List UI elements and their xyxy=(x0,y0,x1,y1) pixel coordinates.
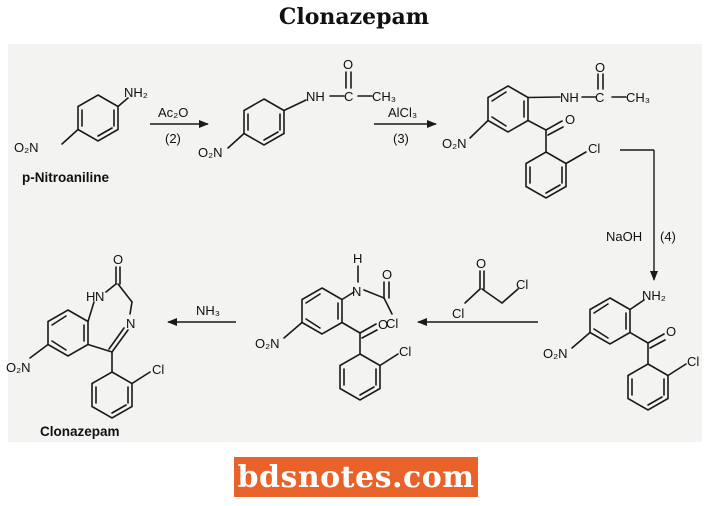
reaction-arrow-step-3: AlCl₃ (3) xyxy=(374,105,437,146)
brand-text: bdsnotes.com xyxy=(237,459,475,495)
clonazepam-nh-label: N xyxy=(95,289,104,304)
step5-o-label: O xyxy=(476,256,486,271)
ketone-acetyl-o-label: O xyxy=(595,60,605,75)
brand-banner: bdsnotes.com xyxy=(234,457,478,497)
chloroacetamide-structure: H N O Cl O Cl O₂N xyxy=(255,251,411,401)
acetanilide-c-label: C xyxy=(344,89,353,104)
clonazepam-no2-label: O₂N xyxy=(6,360,31,375)
clonazepam-o-label: O xyxy=(113,252,123,267)
chloroacetamide-n-label: N xyxy=(352,284,361,299)
reaction-scheme-panel xyxy=(8,44,702,442)
nitroaniline-no2-label: O₂N xyxy=(14,140,39,155)
ketone-nh-label: NH xyxy=(560,90,579,105)
reaction-scheme: NH₂ O₂N p-Nitroaniline Ac₂O (2) NH C O C… xyxy=(6,57,699,439)
clonazepam-h-label: H xyxy=(86,289,95,304)
acetamido-ketone-structure: NH C O CH₃ O Cl O₂N xyxy=(442,60,650,199)
page-title: Clonazepam xyxy=(278,4,430,30)
step5-cl-right-label: Cl xyxy=(516,277,528,292)
reaction-arrow-step-5: O Cl Cl xyxy=(417,256,538,326)
ketone-keto-o-label: O xyxy=(565,112,575,127)
acetanilide-nh-label: NH xyxy=(306,89,325,104)
clonazepam-cl-label: Cl xyxy=(152,362,164,377)
chloroacetamide-cl-label: Cl xyxy=(386,316,398,331)
amine-nh2-label: NH₂ xyxy=(642,288,666,303)
ketone-cl-label: Cl xyxy=(588,141,600,156)
chloroacetamide-no2-label: O₂N xyxy=(255,336,280,351)
acetanilide-o-label: O xyxy=(343,57,353,72)
clonazepam-structure: H N O N Cl O₂N Clonazepam xyxy=(6,252,164,439)
clonazepam-name: Clonazepam xyxy=(40,424,120,439)
amine-no2-label: O₂N xyxy=(543,346,568,361)
aminobenzophenone-structure: NH₂ O Cl O₂N xyxy=(543,288,699,411)
acetanilide-ch3-label: CH₃ xyxy=(372,89,396,104)
step4-reagent: NaOH xyxy=(606,229,642,244)
ketone-acetyl-c-label: C xyxy=(595,90,604,105)
step2-reagent: Ac₂O xyxy=(158,105,188,120)
ketone-ch3-label: CH₃ xyxy=(626,90,650,105)
nitroaniline-nh2-label: NH₂ xyxy=(124,85,148,100)
p-nitroaniline-structure: NH₂ O₂N p-Nitroaniline xyxy=(14,85,148,185)
step3-number: (3) xyxy=(393,131,409,146)
chloroacetamide-ring-cl-label: Cl xyxy=(399,344,411,359)
nitroacetanilide-structure: NH C O CH₃ O₂N xyxy=(198,57,396,160)
reaction-arrow-step-2: Ac₂O (2) xyxy=(150,105,209,146)
chloroacetamide-o-label: O xyxy=(382,267,392,282)
step3-reagent: AlCl₃ xyxy=(388,105,417,120)
reaction-arrow-step-4: NaOH (4) xyxy=(606,149,676,281)
nitroaniline-name: p-Nitroaniline xyxy=(22,170,109,185)
step4-number: (4) xyxy=(660,229,676,244)
amine-keto-o-label: O xyxy=(666,324,676,339)
chloroacetamide-keto-o-label: O xyxy=(378,317,388,332)
clonazepam-n-label: N xyxy=(126,316,135,331)
acetanilide-no2-label: O₂N xyxy=(198,145,223,160)
chloroacetamide-h-label: H xyxy=(353,251,362,266)
step2-number: (2) xyxy=(165,131,181,146)
reaction-arrow-step-6: NH₃ xyxy=(167,303,236,326)
step6-reagent: NH₃ xyxy=(196,303,220,318)
ketone-no2-label: O₂N xyxy=(442,136,467,151)
amine-cl-label: Cl xyxy=(687,354,699,369)
step5-cl-left-label: Cl xyxy=(452,306,464,321)
